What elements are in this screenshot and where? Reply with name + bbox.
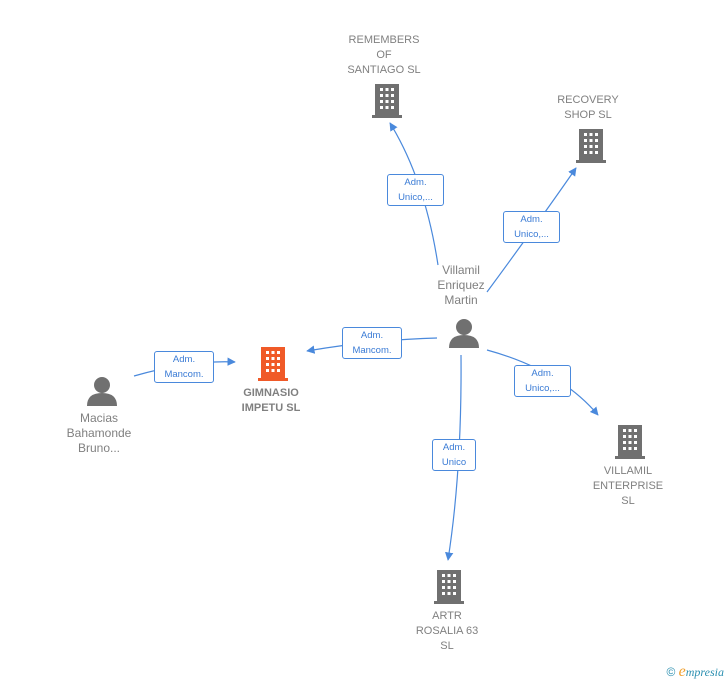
node-label-gimnasio[interactable]: GIMNASIO IMPETU SL	[241, 387, 301, 414]
building-icon[interactable]	[372, 84, 402, 118]
person-icon[interactable]	[449, 319, 479, 348]
node-label-villamil-enterprise[interactable]: VILLAMIL ENTERPRISE SL	[592, 465, 664, 507]
building-icon[interactable]	[615, 425, 645, 459]
edge-label-remembers[interactable]: Adm. Unico,...	[387, 174, 444, 206]
node-label-recovery[interactable]: RECOVERY SHOP SL	[557, 94, 619, 121]
building-icon-main[interactable]	[258, 347, 288, 381]
brand-name: mpresia	[685, 665, 724, 679]
copyright-symbol: ©	[666, 665, 676, 679]
brand-e: e	[678, 663, 686, 680]
edge-label-villamil-enterprise[interactable]: Adm. Unico,...	[514, 365, 571, 397]
building-icon[interactable]	[434, 570, 464, 604]
node-label-artr[interactable]: ARTR ROSALIA 63 SL	[415, 610, 479, 652]
edge-label-gimnasio-villamil[interactable]: Adm. Mancom.	[342, 327, 402, 359]
building-icon[interactable]	[576, 129, 606, 163]
node-label-remembers[interactable]: REMEMBERS OF SANTIAGO SL	[347, 34, 421, 76]
brand-logo: © empresia	[666, 663, 724, 681]
edge-label-recovery[interactable]: Adm. Unico,...	[503, 211, 560, 243]
person-icon[interactable]	[87, 377, 117, 406]
edge-label-artr[interactable]: Adm. Unico	[432, 439, 476, 471]
node-label-macias[interactable]: Macias Bahamonde Bruno...	[66, 411, 132, 455]
edge-label-gimnasio-macias[interactable]: Adm. Mancom.	[154, 351, 214, 383]
node-label-villamil-person[interactable]: Villamil Enriquez Martin	[437, 263, 485, 307]
